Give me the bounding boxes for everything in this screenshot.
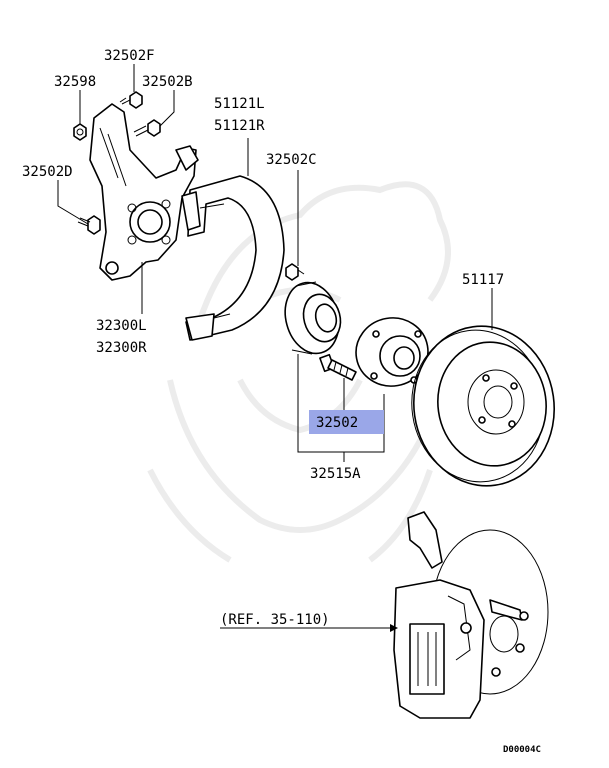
label-32502d[interactable]: 32502D (22, 164, 73, 180)
label-32300r[interactable]: 32300R (96, 340, 147, 356)
label-32598[interactable]: 32598 (54, 74, 96, 90)
steering-knuckle (89, 103, 199, 281)
dust-shield (181, 175, 285, 341)
label-32502f[interactable]: 32502F (104, 48, 155, 64)
bolt-32502c (285, 263, 305, 281)
bolt-32502f (119, 91, 143, 109)
label-32300l[interactable]: 32300L (96, 318, 147, 334)
hub-bearing (284, 281, 342, 355)
label-51121l[interactable]: 51121L (214, 96, 265, 112)
nut-32598 (73, 123, 87, 141)
bolt-32502b (133, 119, 161, 137)
hub-bolt-32502 (319, 353, 357, 381)
label-32502c[interactable]: 32502C (266, 152, 317, 168)
brake-caliper-assembly (393, 511, 549, 719)
label-32502[interactable]: 32502 (316, 415, 358, 431)
label-51121r[interactable]: 51121R (214, 118, 265, 134)
brake-disc (411, 325, 556, 487)
label-32502b[interactable]: 32502B (142, 74, 193, 90)
wheel-hub (355, 317, 429, 387)
label-ref-35-110[interactable]: (REF. 35-110) (220, 612, 330, 628)
bolt-32502d (77, 215, 101, 235)
label-32515a[interactable]: 32515A (310, 466, 361, 482)
label-51117[interactable]: 51117 (462, 272, 504, 288)
selected-part-highlight (309, 410, 384, 434)
diagram-code: D00004C (503, 745, 541, 755)
